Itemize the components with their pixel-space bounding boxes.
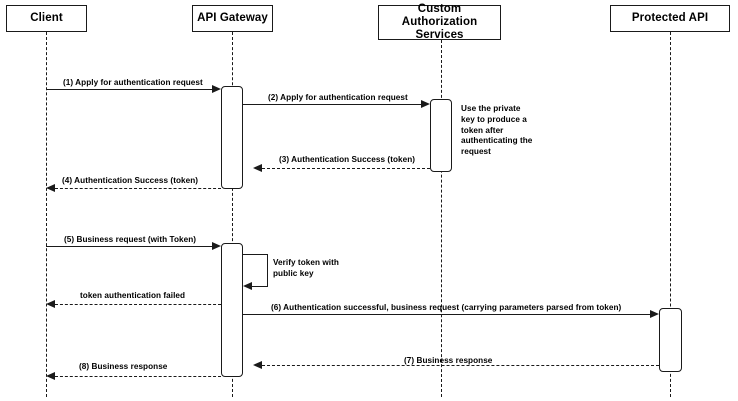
participant-label-protected-api: Protected API — [631, 11, 709, 24]
message-label-8: (8) Business response — [79, 362, 168, 371]
message-arrowhead-token-auth-failed — [46, 299, 55, 308]
message-line-3 — [262, 168, 430, 169]
message-arrowhead-7 — [253, 360, 262, 369]
message-line-5 — [46, 246, 212, 247]
message-line-4 — [55, 188, 221, 189]
lifeline-custom-auth — [441, 40, 442, 397]
lifeline-client — [46, 32, 47, 397]
message-arrowhead-8 — [46, 371, 55, 380]
message-line-2 — [243, 104, 421, 105]
message-label-5: (5) Business request (with Token) — [64, 235, 197, 244]
message-arrowhead-1 — [212, 84, 221, 93]
message-arrowhead-6 — [650, 309, 659, 318]
message-arrowhead-4 — [46, 183, 55, 192]
message-label-1: (1) Apply for authentication request — [63, 78, 203, 87]
message-line-7 — [262, 365, 659, 366]
message-line-1 — [46, 89, 212, 90]
note-private-key: Use the private key to produce a token a… — [461, 104, 533, 157]
message-label-7: (7) Business response — [404, 356, 493, 365]
message-label-token-auth-failed: token authentication failed — [80, 291, 186, 300]
message-label-4: (4) Authentication Success (token) — [62, 176, 199, 185]
self-message-line-top — [243, 254, 268, 255]
message-arrowhead-2 — [421, 99, 430, 108]
message-line-8 — [55, 376, 221, 377]
participant-box-client[interactable]: Client — [6, 5, 87, 32]
lifeline-api-gateway — [232, 32, 233, 397]
message-label-6: (6) Authentication successful, business … — [271, 303, 622, 312]
participant-box-custom-auth[interactable]: Custom Authorization Services — [378, 2, 501, 42]
activation-custom-auth — [430, 99, 452, 172]
self-message-line-bottom — [252, 286, 268, 287]
self-message-arrowhead — [243, 281, 252, 290]
message-line-token-auth-failed — [55, 304, 221, 305]
message-label-2: (2) Apply for authentication request — [268, 93, 408, 102]
participant-label-client: Client — [30, 11, 63, 24]
lifeline-protected-api — [670, 32, 671, 397]
activation-api-gateway-business — [221, 243, 243, 377]
activation-protected-api — [659, 308, 682, 372]
message-arrowhead-3 — [253, 163, 262, 172]
activation-api-gateway-auth — [221, 86, 243, 189]
message-line-6 — [243, 314, 650, 315]
message-arrowhead-5 — [212, 241, 221, 250]
self-message-line-right — [267, 254, 268, 286]
participant-label-custom-auth: Custom Authorization Services — [401, 2, 478, 42]
note-verify-token: Verify token with public key — [273, 258, 339, 278]
participant-box-protected-api[interactable]: Protected API — [610, 5, 730, 32]
participant-label-api-gateway: API Gateway — [197, 11, 268, 24]
participant-box-api-gateway[interactable]: API Gateway — [192, 5, 273, 32]
message-label-3: (3) Authentication Success (token) — [279, 155, 416, 164]
